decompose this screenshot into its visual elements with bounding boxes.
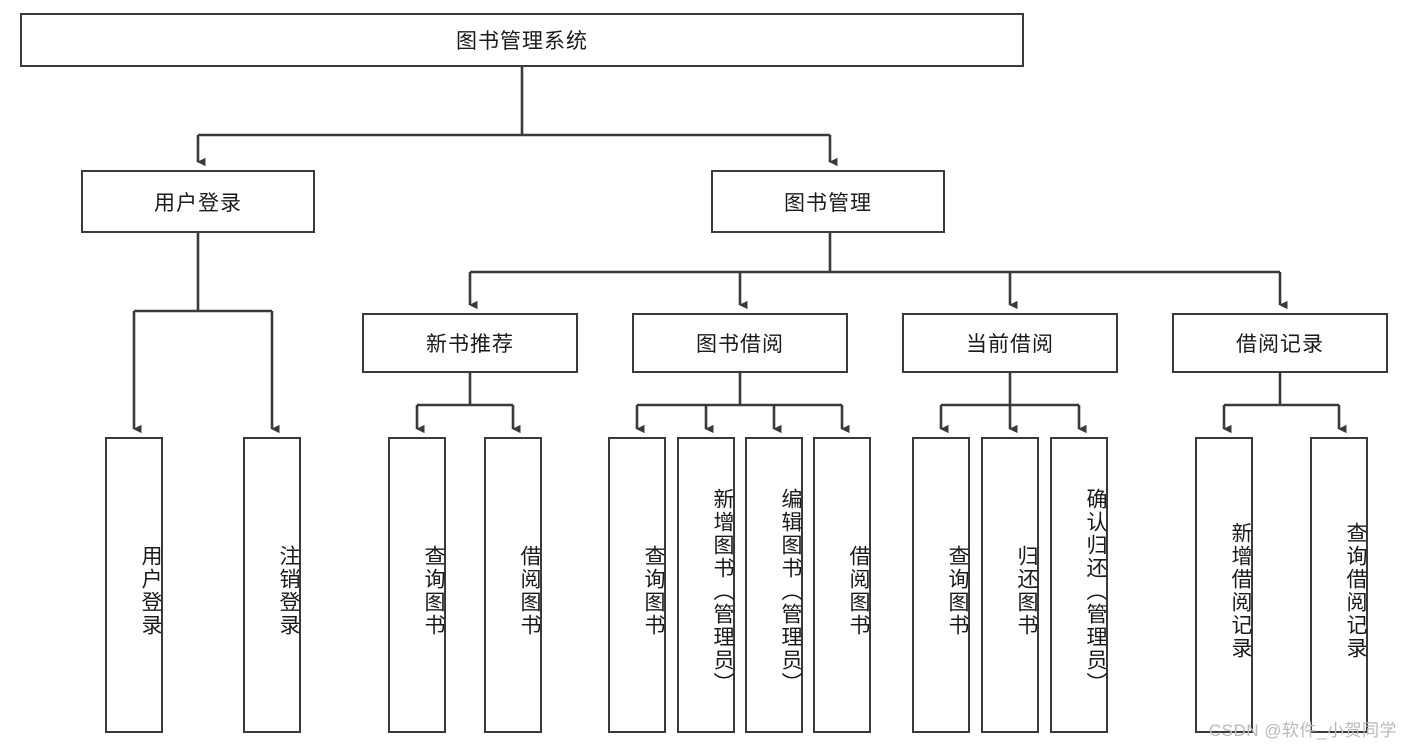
node-borrow-record[interactable]: 借阅记录 (1172, 313, 1388, 373)
node-borrow-record-label: 借阅记录 (1236, 333, 1324, 356)
node-leaf-query-book-1[interactable]: 查询图书 (388, 437, 446, 733)
watermark: CSDN @软件_小贺同学 (1208, 721, 1397, 740)
node-leaf-return-book-label: 归还图书 (1015, 545, 1038, 637)
node-leaf-confirm-return[interactable]: 确认归还（管理员） (1050, 437, 1108, 733)
node-book-manage-label: 图书管理 (784, 191, 872, 215)
node-leaf-logout-login[interactable]: 注销登录 (243, 437, 301, 733)
node-leaf-query-book-2[interactable]: 查询图书 (608, 437, 666, 733)
node-leaf-add-record-label: 新增借阅记录 (1229, 522, 1252, 660)
node-user-login[interactable]: 用户登录 (81, 170, 315, 233)
node-new-book-recommend-label: 新书推荐 (426, 333, 514, 356)
node-leaf-query-book-3[interactable]: 查询图书 (912, 437, 970, 733)
node-leaf-confirm-return-label: 确认归还（管理员） (1084, 487, 1107, 695)
node-leaf-borrow-book-1-label: 借阅图书 (518, 545, 541, 637)
node-leaf-add-book-label: 新增图书（管理员） (711, 487, 734, 695)
node-new-book-recommend[interactable]: 新书推荐 (362, 313, 578, 373)
node-leaf-query-record-label: 查询借阅记录 (1344, 522, 1367, 660)
node-leaf-return-book[interactable]: 归还图书 (981, 437, 1039, 733)
node-root-label: 图书管理系统 (456, 30, 588, 53)
node-leaf-add-record[interactable]: 新增借阅记录 (1195, 437, 1253, 733)
node-leaf-edit-book-label: 编辑图书（管理员） (779, 487, 802, 695)
node-leaf-query-book-1-label: 查询图书 (422, 545, 445, 637)
node-leaf-user-login[interactable]: 用户登录 (105, 437, 163, 733)
node-leaf-borrow-book-2[interactable]: 借阅图书 (813, 437, 871, 733)
node-book-manage[interactable]: 图书管理 (711, 170, 945, 233)
node-book-borrow-label: 图书借阅 (696, 333, 784, 356)
node-leaf-borrow-book-1[interactable]: 借阅图书 (484, 437, 542, 733)
node-leaf-borrow-book-2-label: 借阅图书 (847, 545, 870, 637)
node-leaf-edit-book[interactable]: 编辑图书（管理员） (745, 437, 803, 733)
node-current-borrow[interactable]: 当前借阅 (902, 313, 1118, 373)
node-leaf-user-login-label: 用户登录 (139, 545, 162, 637)
node-leaf-logout-login-label: 注销登录 (277, 545, 300, 637)
node-root[interactable]: 图书管理系统 (20, 13, 1024, 67)
node-leaf-query-book-2-label: 查询图书 (642, 545, 665, 637)
node-user-login-label: 用户登录 (154, 191, 242, 215)
node-leaf-add-book[interactable]: 新增图书（管理员） (677, 437, 735, 733)
node-leaf-query-record[interactable]: 查询借阅记录 (1310, 437, 1368, 733)
node-book-borrow[interactable]: 图书借阅 (632, 313, 848, 373)
node-leaf-query-book-3-label: 查询图书 (946, 545, 969, 637)
node-current-borrow-label: 当前借阅 (966, 333, 1054, 356)
